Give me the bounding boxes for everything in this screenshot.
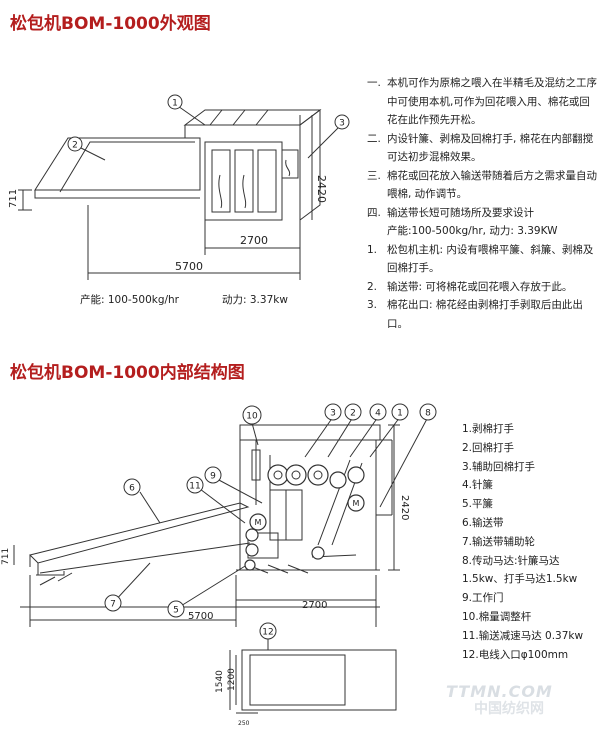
internal-callout-5: 5	[173, 606, 179, 616]
internal-callout-9: 9	[210, 472, 216, 482]
page-title-exterior: 松包机BOM-1000外观图	[10, 14, 211, 34]
internal-dim-feed: 711	[1, 548, 11, 565]
note-item: 3.棉花出口: 棉花经由剥棉打手剥取后由此出口。	[367, 299, 583, 330]
internal-callout-2: 2	[350, 409, 356, 419]
parts-list: 1.剥棉打手 2.回棉打手 3.辅助回棉打手 4.针簾 5.平簾 6.输送带 7…	[462, 420, 583, 664]
description-notes: 一.本机可作为原棉之喂入在半精毛及混纺之工序中可使用本机,可作为回花喂入用、棉花…	[367, 74, 597, 333]
spec-capacity: 产能: 100-500kg/hr	[80, 294, 180, 306]
exterior-callout-1: 1	[172, 99, 178, 109]
exterior-dim-total: 5700	[175, 260, 203, 273]
exterior-dim-body: 2700	[240, 234, 268, 247]
watermark-text: TTMN.COM	[446, 682, 553, 701]
part-item: 3.辅助回棉打手	[462, 460, 536, 473]
internal-callout-6: 6	[129, 484, 135, 494]
internal-callout-8: 8	[425, 409, 431, 419]
part-item: 4.针簾	[462, 479, 494, 492]
part-item: 9.工作门	[462, 592, 504, 605]
motor-icon: M	[255, 518, 262, 527]
exterior-dim-feed: 711	[8, 189, 19, 208]
part-item: 1.剥棉打手	[462, 423, 515, 435]
internal-callout-11: 11	[189, 482, 200, 492]
part-item: 11.输送减速马达 0.37kw	[462, 629, 584, 642]
exterior-dim-height: 2420	[315, 175, 328, 203]
exterior-callout-2: 2	[72, 141, 78, 151]
note-item: 一.本机可作为原棉之喂入在半精毛及混纺之工序中可使用本机,可作为回花喂入用、棉花…	[367, 77, 597, 126]
part-item: 1.5kw、打手马达1.5kw	[462, 573, 578, 586]
part-item: 5.平簾	[462, 498, 494, 511]
internal-dim-height: 2420	[399, 495, 410, 520]
page-title-internal: 松包机BOM-1000内部结构图	[10, 363, 245, 383]
internal-dim-total: 5700	[188, 611, 213, 622]
exterior-drawing: 1 2 3 2420 711 2700 5700	[8, 94, 350, 280]
internal-callout-1: 1	[397, 409, 403, 419]
internal-callout-7: 7	[110, 600, 116, 610]
motor-icon: M	[353, 499, 360, 508]
note-item: 三.棉花或回花放入输送带随着后方之需求量自动喂棉, 动作调节。	[367, 169, 597, 201]
internal-callout-3: 3	[330, 409, 336, 419]
spec-power: 动力: 3.37kw	[222, 294, 288, 306]
note-item: 2.输送带: 可将棉花或回花喂入存放于此。	[367, 280, 573, 293]
part-item: 12.电线入口φ100mm	[462, 648, 569, 661]
internal-dim-body: 2700	[302, 600, 327, 611]
part-item: 10.棉量调整杆	[462, 610, 532, 623]
note-item: 四.输送带长短可随场所及要求设计	[367, 206, 534, 219]
watermark-text: 中国纺织网	[474, 701, 544, 717]
internal-callout-10: 10	[246, 412, 258, 422]
plan-dim-width: 1540	[215, 670, 225, 693]
exterior-callout-3: 3	[339, 119, 345, 129]
internal-callout-12: 12	[262, 628, 273, 638]
plan-dim-inner: 1200	[227, 668, 237, 691]
part-item: 6.输送带	[462, 516, 504, 529]
internal-structure-drawing: M M 10 3 2 4 1 8 6 11 9 7 5 12 2700 5700…	[1, 403, 437, 727]
part-item: 7.输送带辅助轮	[462, 535, 536, 548]
plan-dim-small: 250	[238, 720, 250, 727]
note-item: 1.松包机主机: 内设有喂棉平簾、斜簾、剥棉及回棉打手。	[367, 243, 594, 275]
part-item: 2.回棉打手	[462, 441, 515, 454]
internal-callout-4: 4	[375, 409, 381, 419]
note-item: 二.内设针簾、剥棉及回棉打手, 棉花在内部翻搅可达初步混棉效果。	[367, 132, 594, 164]
note-item: 产能:100-500kg/hr, 动力: 3.39KW	[387, 225, 558, 237]
part-item: 8.传动马达:针簾马达	[462, 554, 560, 567]
